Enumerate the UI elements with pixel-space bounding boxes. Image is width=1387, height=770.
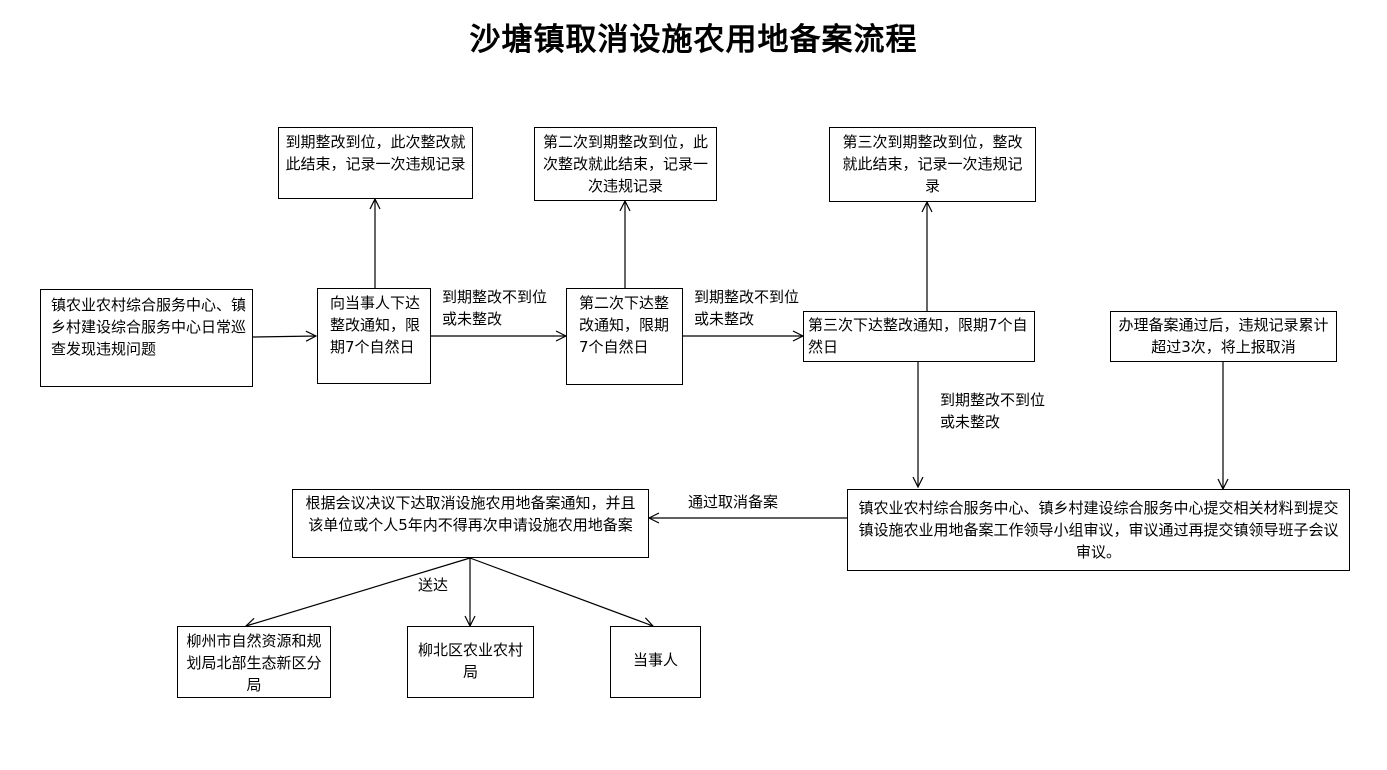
box-cancel: 根据会议决议下达取消设施农用地备案通知，并且该单位或个人5年内不得再次申请设施农… xyxy=(292,489,649,558)
box-inspect: 镇农业农村综合服务中心、镇乡村建设综合服务中心日常巡查发现违规问题 xyxy=(40,289,253,387)
box-filing: 办理备案通过后，违规记录累计超过3次，将上报取消 xyxy=(1110,311,1337,362)
label-fail1: 到期整改不到位或未整改 xyxy=(442,288,548,328)
label-fail2: 到期整改不到位或未整改 xyxy=(694,288,800,328)
box-result3: 第三次到期整改到位，整改就此结束，记录一次违规记录 xyxy=(829,127,1036,202)
label-pass: 通过取消备案 xyxy=(688,493,779,511)
box-notice2: 第二次下达整改通知，限期7个自然日 xyxy=(566,288,683,385)
box-notice1: 向当事人下达整改通知，限期7个自然日 xyxy=(317,288,431,384)
box-result1: 到期整改到位，此次整改就此结束，记录一次违规记录 xyxy=(278,127,473,199)
box-dept1: 柳州市自然资源和规划局北部生态新区分局 xyxy=(177,626,331,698)
label-deliver: 送达 xyxy=(418,576,449,594)
arrow-cancel-to-dept3 xyxy=(469,557,653,626)
label-fail3: 到期整改不到位或未整改 xyxy=(940,391,1046,431)
box-notice3: 第三次下达整改通知，限期7个自然日 xyxy=(803,311,1035,362)
page-title: 沙塘镇取消设施农用地备案流程 xyxy=(469,22,918,58)
arrow-cancel-to-dept1 xyxy=(246,557,471,626)
arrow-inspect-to-notice1 xyxy=(252,336,316,337)
box-dept3: 当事人 xyxy=(610,626,701,698)
box-review: 镇农业农村综合服务中心、镇乡村建设综合服务中心提交相关材料到提交镇设施农业用地备… xyxy=(847,489,1350,571)
box-dept2: 柳北区农业农村局 xyxy=(407,626,534,698)
box-result2: 第二次到期整改到位，此次整改就此结束，记录一次违规记录 xyxy=(534,127,717,201)
